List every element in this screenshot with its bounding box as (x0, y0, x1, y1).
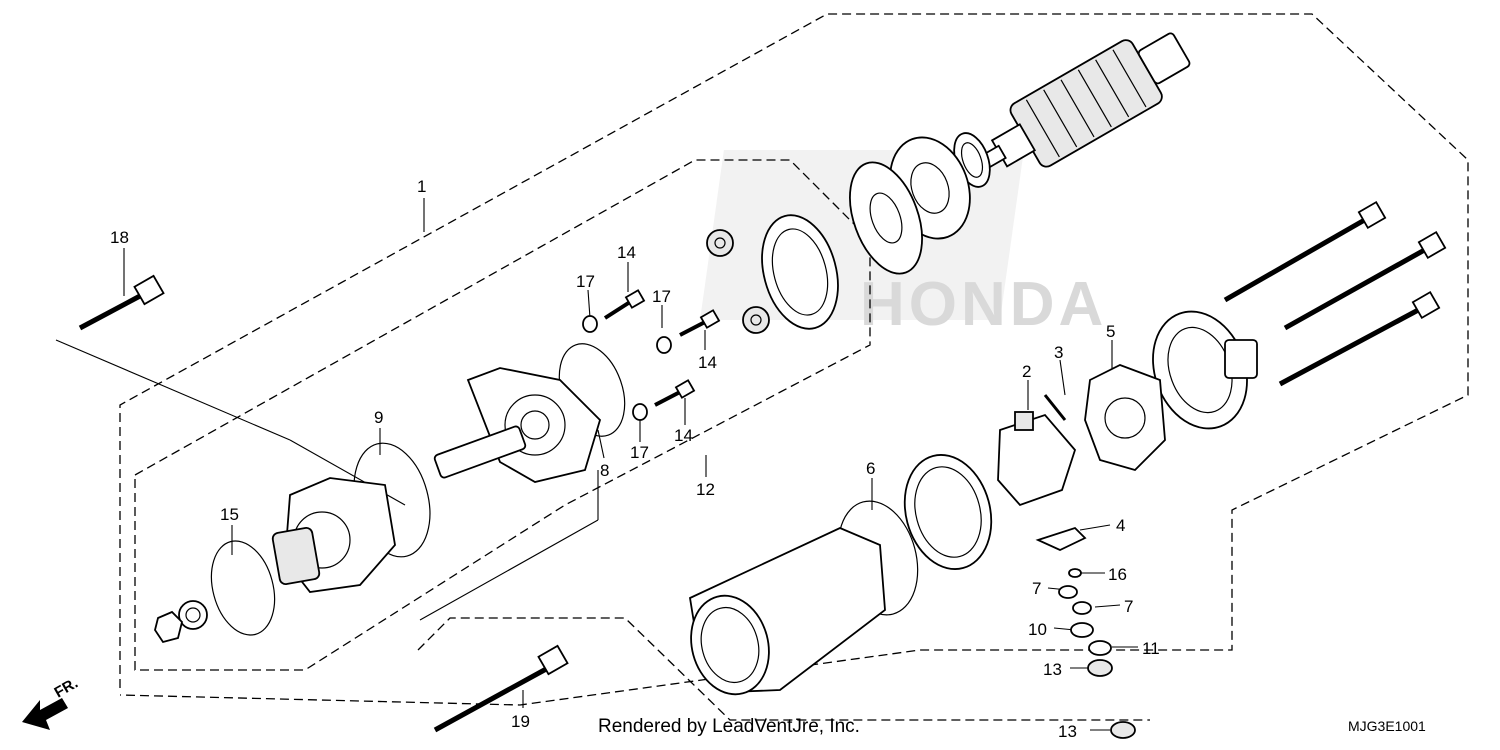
svg-text:FR.: FR. (52, 675, 81, 702)
credit-text: Rendered by LeadVentJre, Inc. (598, 716, 860, 737)
callout-9: 9 (374, 408, 383, 427)
callout-13a: 13 (1043, 660, 1062, 679)
callout-8: 8 (600, 461, 609, 480)
svg-text:HONDA: HONDA (860, 270, 1107, 339)
leader-lines (55, 198, 1138, 731)
callout-11: 11 (1142, 639, 1160, 658)
callout-10: 10 (1028, 620, 1047, 639)
diagram-code: MJG3E1001 (1348, 718, 1426, 734)
callout-labels: 1 2 3 4 5 6 7 7 8 9 10 11 12 13 13 14 14… (110, 177, 1160, 741)
long-bolts (78, 200, 1447, 733)
callout-12: 12 (696, 480, 715, 499)
screws-and-washers (582, 289, 721, 421)
yoke-assembly (689, 454, 993, 696)
callout-2: 2 (1022, 362, 1031, 381)
callout-3: 3 (1054, 343, 1063, 362)
callout-19: 19 (511, 712, 530, 731)
callout-17a: 17 (576, 272, 595, 291)
front-direction-arrow: FR. (22, 675, 81, 730)
callout-6: 6 (866, 459, 875, 478)
callout-4: 4 (1116, 516, 1125, 535)
callout-1: 1 (417, 177, 426, 196)
front-cover-assembly (433, 343, 626, 483)
callout-14c: 14 (674, 426, 693, 445)
callout-16: 16 (1108, 565, 1127, 584)
armature-assembly (849, 32, 1191, 275)
callout-15: 15 (220, 505, 239, 524)
callout-7a: 7 (1032, 579, 1041, 598)
callout-13b: 13 (1058, 722, 1077, 741)
callout-17b: 17 (652, 287, 671, 306)
ring-gear (706, 214, 839, 334)
callout-7b: 7 (1124, 597, 1133, 616)
rear-cover-assembly (997, 310, 1258, 739)
callout-14a: 14 (617, 243, 636, 262)
callout-17c: 17 (630, 443, 649, 462)
clutch-housing-assembly (154, 442, 431, 644)
callout-5: 5 (1106, 322, 1115, 341)
callout-18: 18 (110, 228, 129, 247)
callout-14b: 14 (698, 353, 717, 372)
